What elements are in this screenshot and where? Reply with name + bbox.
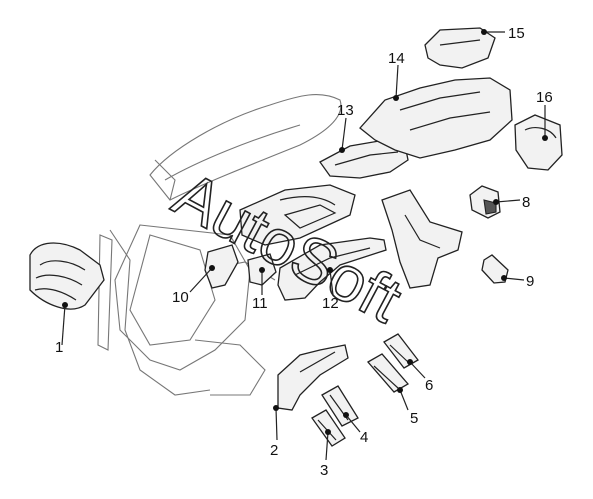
- callout-1: 1: [55, 339, 63, 356]
- callout-6: 6: [425, 377, 433, 394]
- seat: [149, 94, 342, 201]
- callout-labels: 1 2 3 4 5 6 8 9 10 11 12 13 14 15 16: [55, 25, 553, 479]
- callout-15: 15: [508, 25, 525, 42]
- part-15-grab-handle: [424, 27, 496, 69]
- leader-lines: [61, 29, 548, 461]
- callout-3: 3: [320, 462, 328, 479]
- callout-12: 12: [322, 295, 339, 312]
- part-13-side-panel: [319, 139, 409, 179]
- callout-2: 2: [270, 442, 278, 459]
- callout-9: 9: [526, 273, 534, 290]
- part-10-bracket: [204, 244, 239, 289]
- right-side-cover: [381, 189, 463, 289]
- part-9-clip: [481, 254, 509, 284]
- part-2-footrest-bracket: [277, 344, 349, 411]
- part-5-footpeg: [366, 353, 410, 393]
- callout-10: 10: [172, 289, 189, 306]
- part-1-headlight-cover: [29, 242, 105, 310]
- callout-13: 13: [337, 102, 354, 119]
- callout-5: 5: [410, 410, 418, 427]
- part-8-block: [469, 185, 501, 219]
- callout-4: 4: [360, 429, 368, 446]
- center-tank-cover: [239, 184, 356, 246]
- callout-8: 8: [522, 194, 530, 211]
- callout-14: 14: [388, 50, 405, 67]
- callout-16: 16: [536, 89, 553, 106]
- part-16-tail-light: [514, 114, 563, 171]
- callout-11: 11: [252, 295, 268, 312]
